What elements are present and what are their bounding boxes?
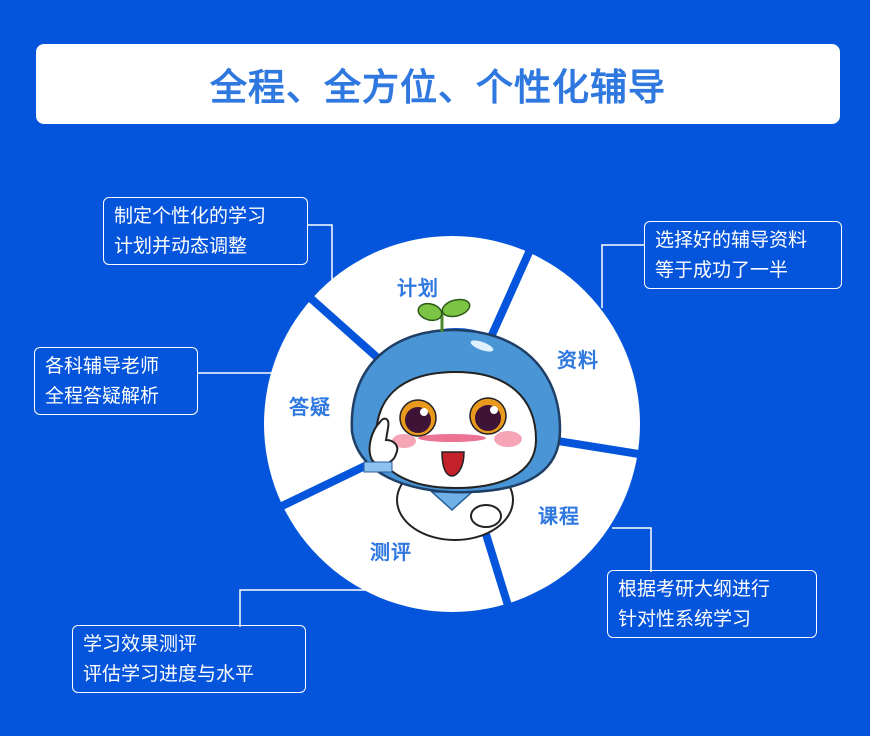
segment-label-materials: 资料 <box>557 348 599 372</box>
connector-lines <box>198 224 652 627</box>
segment-label-test: 测评 <box>370 540 412 564</box>
mascot-mouth <box>441 451 465 477</box>
callout-materials: 选择好的辅导资料 等于成功了一半 <box>644 221 842 289</box>
callout-plan: 制定个性化的学习 计划并动态调整 <box>103 197 308 265</box>
segment-label-qa: 答疑 <box>289 395 331 419</box>
callout-test-line-2: 评估学习进度与水平 <box>83 663 255 685</box>
mascot <box>350 298 562 541</box>
callout-test: 学习效果测评 评估学习进度与水平 <box>72 625 306 693</box>
callout-qa-line-1: 各科辅导老师 <box>45 355 160 377</box>
callout-materials-line-2: 等于成功了一半 <box>655 259 789 281</box>
callout-test-line-1: 学习效果测评 <box>83 633 198 655</box>
callout-qa-line-2: 全程答疑解析 <box>45 385 160 407</box>
mascot-cuff <box>363 461 393 473</box>
mascot-right-hand <box>470 504 502 528</box>
segment-label-plan: 计划 <box>397 276 439 300</box>
mascot-left-hand <box>368 417 399 466</box>
mascot-eye-glint-left <box>420 408 428 416</box>
title-banner: 全程、全方位、个性化辅导 <box>36 44 840 124</box>
mascot-hood-shine <box>470 340 494 352</box>
callout-course: 根据考研大纲进行 针对性系统学习 <box>607 570 817 638</box>
connector-test <box>239 589 365 627</box>
callout-plan-line-1: 制定个性化的学习 <box>114 205 267 227</box>
mascot-leaf-left <box>417 302 443 322</box>
mascot-blush-band <box>418 434 486 442</box>
callout-course-line-2: 针对性系统学习 <box>618 608 752 630</box>
mascot-leaf-right <box>441 298 471 318</box>
connector-materials <box>601 244 644 308</box>
mascot-eye-glint-right <box>490 406 498 414</box>
segment-label-course: 课程 <box>538 504 580 528</box>
mascot-cheek-right <box>494 431 522 447</box>
callout-materials-line-1: 选择好的辅导资料 <box>655 229 808 251</box>
page-title: 全程、全方位、个性化辅导 <box>210 66 666 109</box>
callout-qa: 各科辅导老师 全程答疑解析 <box>34 347 198 415</box>
callout-plan-line-2: 计划并动态调整 <box>114 235 248 257</box>
connector-course <box>612 527 652 572</box>
connector-plan <box>308 224 333 282</box>
mascot-cheek-left <box>392 434 416 448</box>
callout-course-line-1: 根据考研大纲进行 <box>618 578 771 600</box>
